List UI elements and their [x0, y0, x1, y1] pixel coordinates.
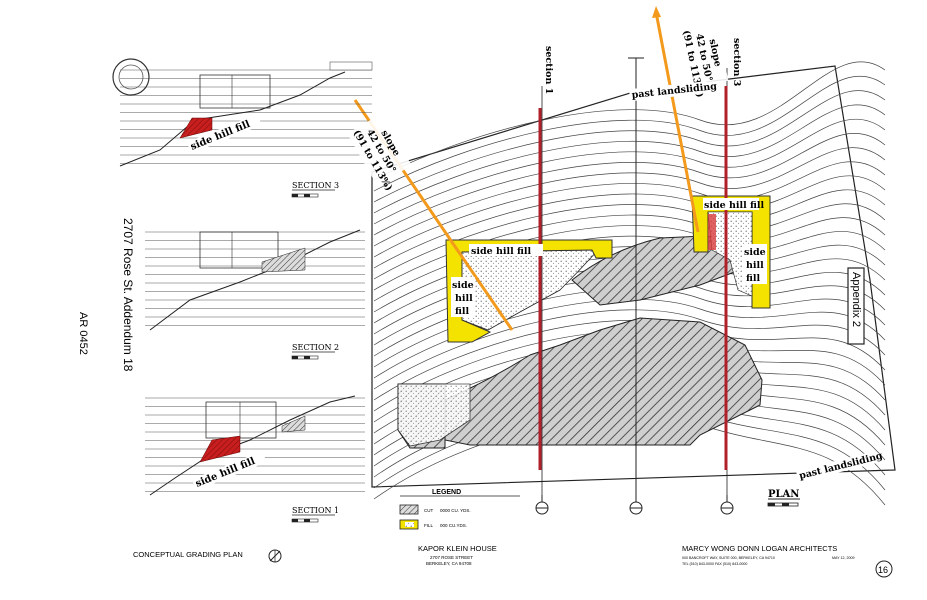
architect-phone: TEL (510) 843-0000 FAX (510) 843-0000 [682, 562, 747, 566]
contour-line [373, 61, 886, 181]
architect-address: 000 BANCROFT WAY, SUITE 000, BERKELEY, C… [682, 556, 775, 560]
project-name: KAPOR KLEIN HOUSE [418, 544, 497, 553]
legend-cut-code: CUT [424, 508, 433, 513]
project-address-1: 2707 ROSE STREET [430, 555, 473, 560]
plan-drawing: PLAN [353, 6, 896, 515]
appendix-box [847, 267, 865, 345]
past-landsliding-bottom-label: past landsliding [798, 450, 884, 481]
north-arrow-icon [268, 549, 282, 563]
stack-left-fill: fill [455, 306, 470, 317]
red-fill-strip [708, 214, 716, 250]
side-hill-fill-zone-left [445, 239, 613, 343]
plan-label: PLAN [768, 489, 799, 500]
stack-left-side: side [452, 280, 474, 291]
legend-title: LEGEND [432, 489, 461, 496]
plan-side-hill-fill-right: side hill fill [704, 200, 765, 211]
plan-side-hill-fill-left: side hill fill [471, 246, 532, 257]
section-1-title: SECTION 1 [292, 506, 339, 515]
appendix-label: Appendix 2 [850, 272, 862, 327]
addendum-label: 2707 Rose St. Addendum 18 [121, 218, 135, 372]
section-1-red-fill [199, 435, 241, 463]
section-1-hatched [281, 415, 306, 433]
project-address-2: BERKELEY, CA 94708 [426, 561, 472, 566]
section-2-hatched [261, 247, 306, 273]
section-3-drawing: SECTION 3 [112, 58, 373, 198]
engineer-seal [112, 58, 150, 96]
stack-right-hill: hill [746, 260, 764, 271]
section-3-label: section 3 [731, 38, 742, 86]
stack-right-side: side [744, 247, 766, 258]
section-1-drawing: SECTION 1 [145, 395, 365, 523]
cut-area-lower [444, 317, 763, 446]
section-marker-3 [720, 495, 734, 515]
page-number: 16 [878, 565, 888, 575]
section-marker-2 [629, 495, 643, 515]
section-marker-1 [535, 495, 549, 515]
legend: LEGEND CUT 0000 CU. YDS. FILL 000 CU.YDS… [399, 489, 520, 530]
contour-line [373, 161, 886, 258]
stack-left-hill: hill [455, 293, 473, 304]
contour-line [373, 118, 886, 225]
contour-line [373, 133, 886, 236]
page-number-circle [875, 560, 893, 578]
section-3-red-fill [179, 117, 213, 139]
contour-line [373, 147, 886, 247]
contour-line [373, 104, 886, 214]
stack-right-fill: fill [746, 273, 761, 284]
drawing-date: MAY 12, 2009 [832, 556, 854, 560]
legend-fill-code: FILL [424, 523, 434, 528]
architect-firm: MARCY WONG DONN LOGAN ARCHITECTS [682, 544, 837, 553]
slope-arrow-right [654, 11, 700, 233]
past-landsliding-top-label: past landsliding [631, 81, 718, 101]
section-1-label: section 1 [543, 46, 554, 94]
title-block: CONCEPTUAL GRADING PLAN KAPOR KLEIN HOUS… [133, 544, 893, 578]
section-2-drawing: SECTION 2 [145, 229, 365, 360]
plan-scale-bar [767, 502, 799, 507]
section-3-title: SECTION 3 [292, 181, 339, 190]
slope-arrowhead-right [652, 6, 661, 18]
legend-cut-swatch [399, 504, 419, 515]
fill-area-left [459, 249, 599, 331]
cut-area-upper [571, 235, 746, 306]
side-labels: AR 0452 2707 Rose St. Addendum 18 [77, 218, 135, 372]
section-2-title: SECTION 2 [292, 343, 339, 352]
conceptual-grading-plan-title: CONCEPTUAL GRADING PLAN [133, 550, 243, 559]
legend-fill-desc: 000 CU.YDS. [440, 523, 467, 528]
contour-line [373, 90, 886, 203]
legend-cut-desc: 0000 CU. YDS. [440, 508, 471, 513]
contour-line [373, 75, 886, 192]
contour-line [373, 309, 886, 390]
ar-number: AR 0452 [77, 312, 89, 355]
fill-area-middle [397, 383, 471, 447]
